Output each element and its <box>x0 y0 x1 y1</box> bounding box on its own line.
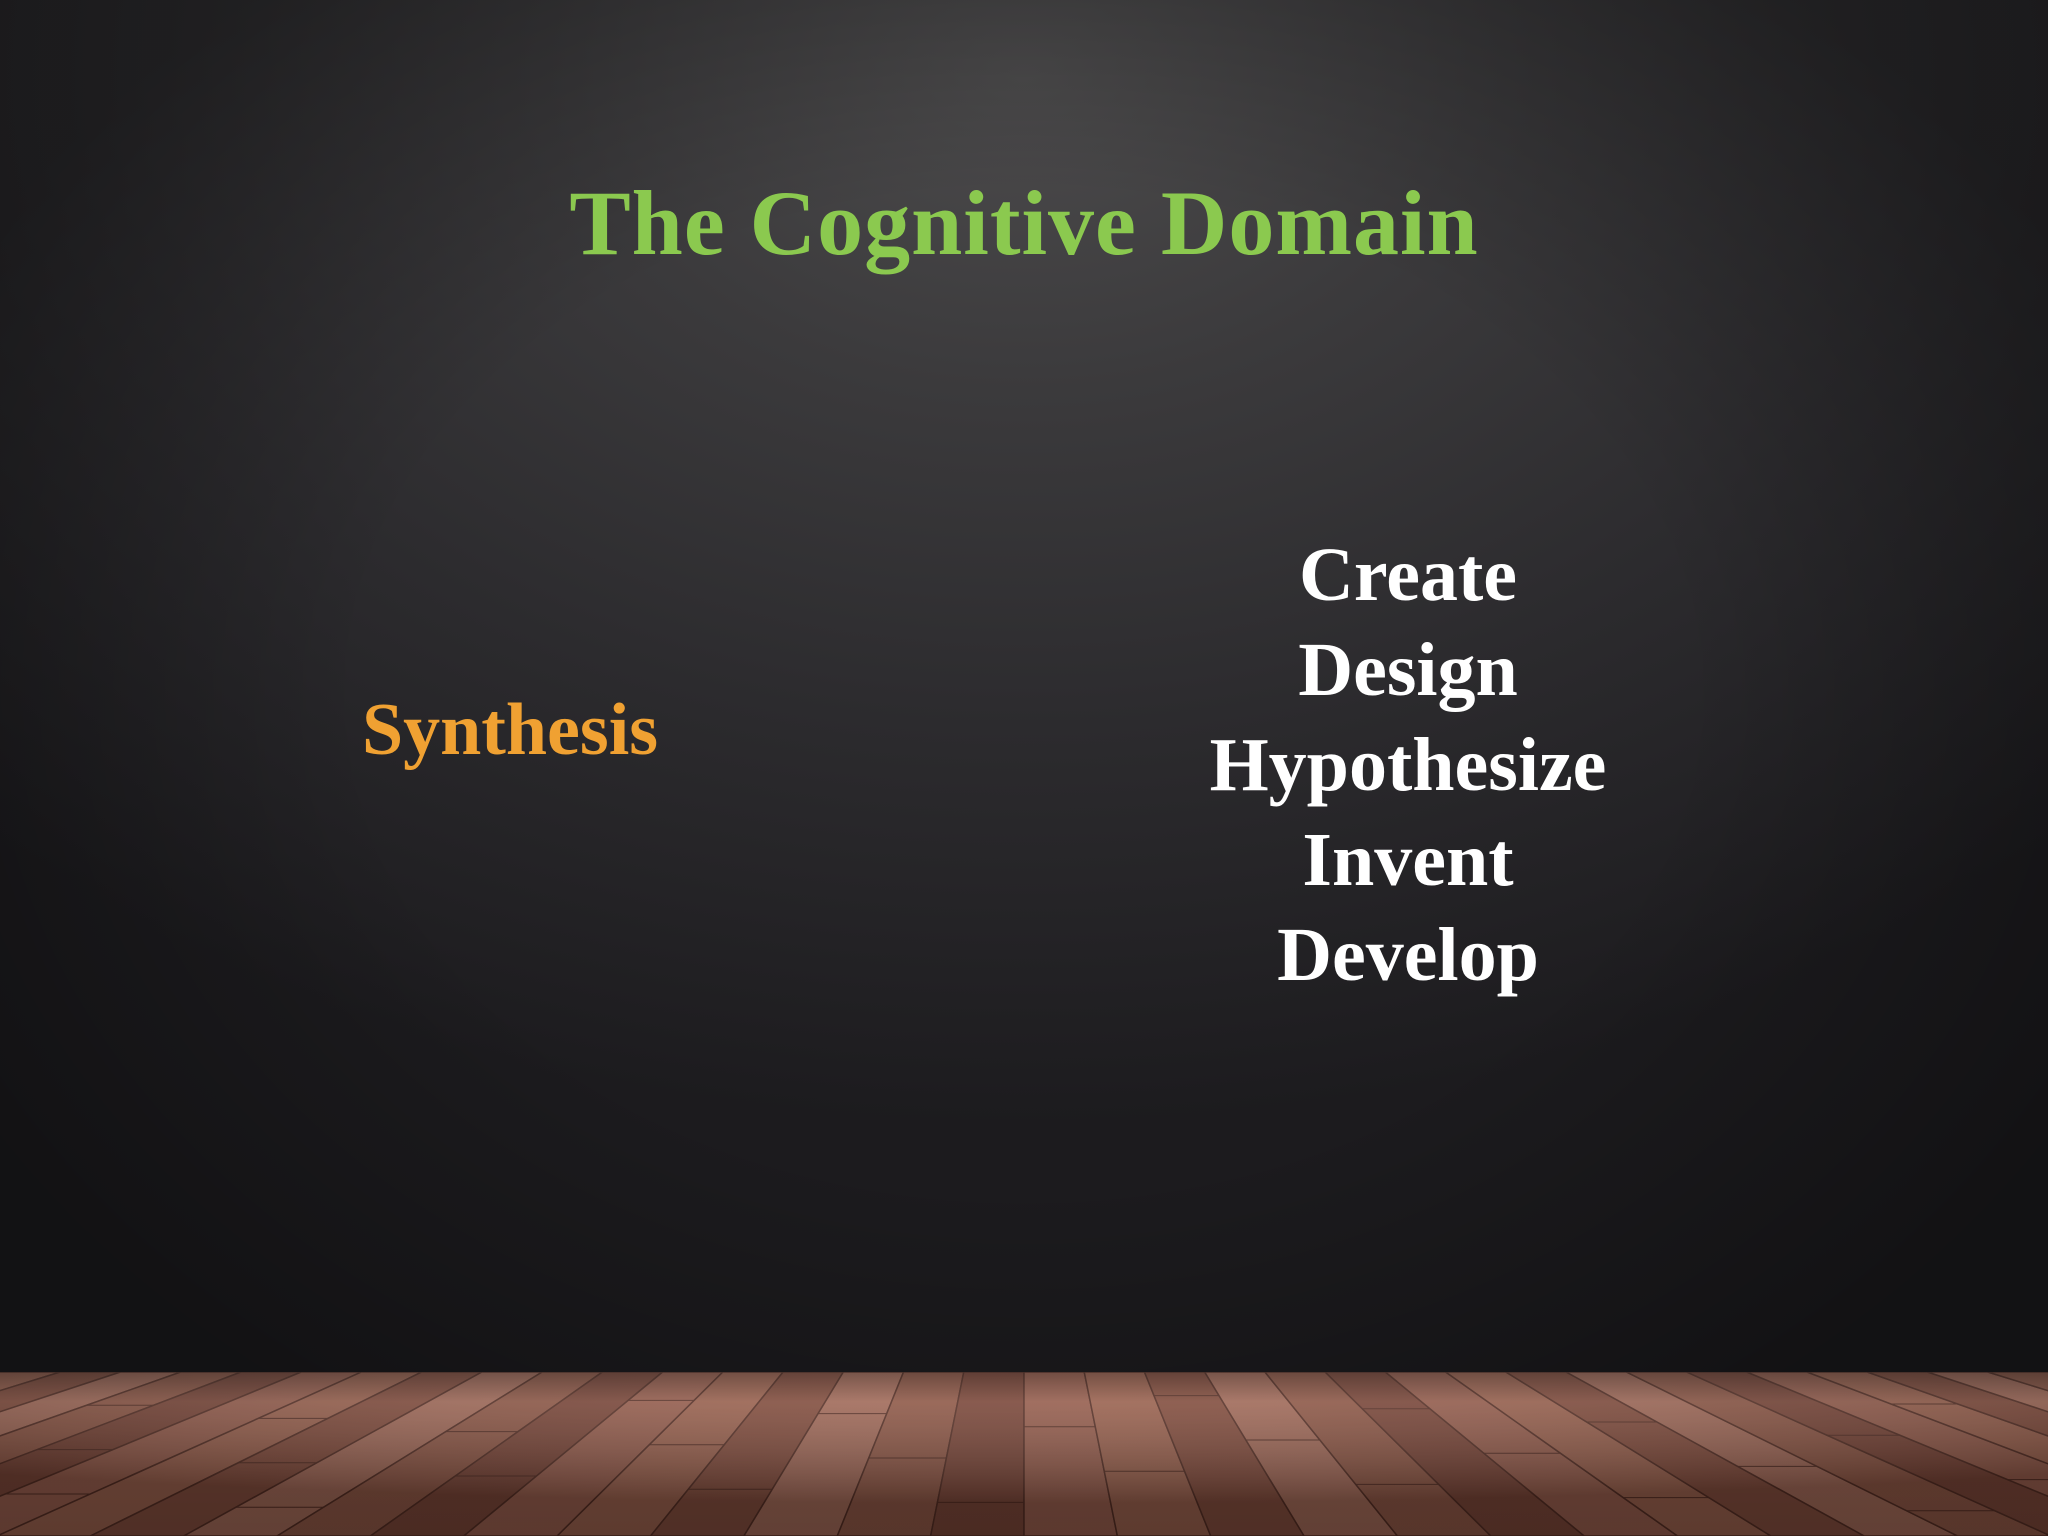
verb-list: Create Design Hypothesize Invent Develop <box>1108 528 1708 1003</box>
verb-item: Hypothesize <box>1209 723 1607 807</box>
cognitive-level-label: Synthesis <box>361 689 659 771</box>
verb-item: Invent <box>1302 818 1514 902</box>
verb-item: Design <box>1298 628 1518 712</box>
verb-item: Develop <box>1277 913 1539 997</box>
wood-floor <box>0 1372 2048 1536</box>
slide-title: The Cognitive Domain <box>569 172 1479 274</box>
verb-item: Create <box>1298 533 1518 617</box>
wood-floor-planks <box>0 1372 2048 1536</box>
